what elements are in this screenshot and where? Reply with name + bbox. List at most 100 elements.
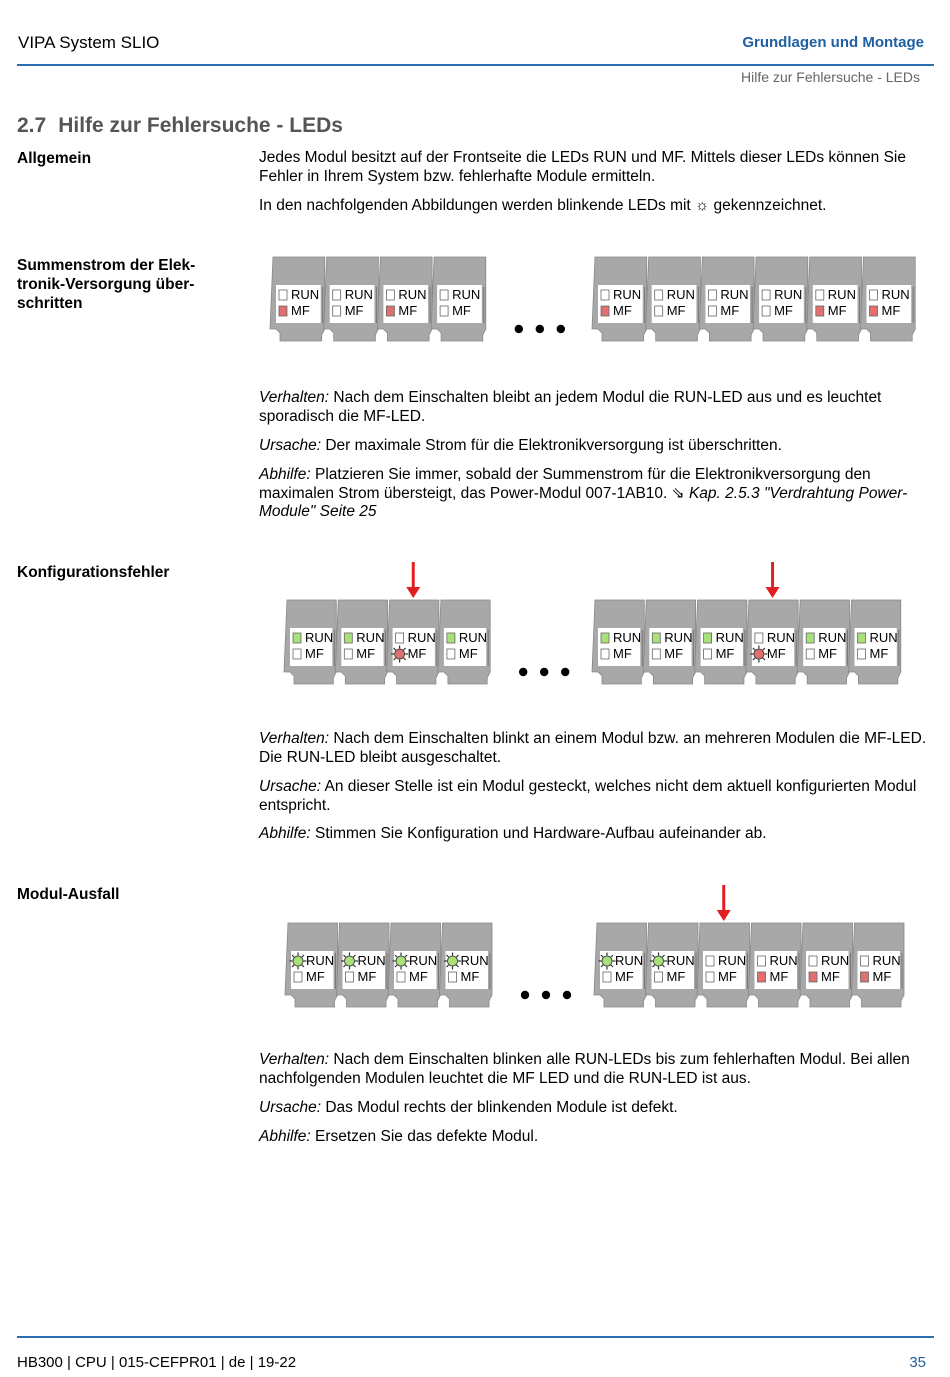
led-label-mf: MF: [358, 969, 377, 984]
blink-ray: [394, 964, 398, 968]
blink-ray: [455, 954, 459, 958]
led-label-run: RUN: [358, 953, 386, 968]
case1-ursache-label: Ursache:: [259, 437, 322, 454]
led-label-mf: MF: [409, 969, 428, 984]
led-label-run: RUN: [667, 287, 695, 302]
blinking-led: [601, 955, 613, 967]
case2-abhilfe-label: Abhilfe:: [259, 825, 311, 842]
led-label-mf: MF: [398, 303, 417, 318]
led-label-mf: MF: [613, 646, 632, 661]
case1-label-line: Summenstrom der Elek-: [17, 257, 196, 274]
led-label-run: RUN: [870, 630, 898, 645]
ellipsis-dot: [535, 324, 544, 334]
blink-ray: [446, 954, 450, 958]
led-off: [439, 289, 449, 301]
case3-ursache-text: Das Modul rechts der blinkenden Module i…: [321, 1099, 678, 1116]
led-label-mf: MF: [718, 969, 737, 984]
ellipsis-dot: [540, 667, 549, 677]
led-label-run: RUN: [821, 953, 849, 968]
led-off: [446, 648, 456, 660]
case3-verhalten-text: Nach dem Einschalten blinken alle RUN-LE…: [259, 1051, 910, 1087]
led-label-mf: MF: [818, 646, 837, 661]
led-off: [707, 289, 717, 301]
footer-page-number: 35: [909, 1354, 926, 1371]
case1-verhalten-label: Verhalten:: [259, 389, 330, 406]
case2-label: Konfigurationsfehler: [17, 564, 170, 581]
case2-abhilfe-text: Stimmen Sie Konfiguration und Hardware-A…: [310, 825, 767, 842]
blink-ray: [610, 964, 614, 968]
blink-ray: [752, 647, 756, 651]
case2-ursache: Ursache: An dieser Stelle ist ein Modul …: [259, 778, 929, 815]
led-off: [761, 289, 771, 301]
led-label-run: RUN: [828, 287, 856, 302]
blink-ray: [404, 954, 408, 958]
case3-verhalten-label: Verhalten:: [259, 1051, 330, 1068]
ellipsis-dot: [520, 990, 530, 1000]
header-rule: [17, 64, 934, 66]
led-off: [651, 648, 661, 660]
led-off: [869, 289, 878, 301]
case1-abhilfe: Abhilfe: Platzieren Sie immer, sobald de…: [259, 466, 929, 522]
ellipsis-dot: [519, 667, 528, 677]
header-chapter: Grundlagen und Montage: [742, 34, 924, 51]
led-label-mf: MF: [291, 303, 310, 318]
led-label-run: RUN: [615, 953, 643, 968]
led-label-mf: MF: [667, 969, 686, 984]
led-on: [278, 305, 288, 317]
blink-ray: [600, 964, 604, 968]
case1-label-line: tronik-Versorgung über-: [17, 276, 195, 293]
led-label-run: RUN: [613, 287, 641, 302]
led-label-run: RUN: [452, 287, 480, 302]
led-off: [278, 289, 288, 301]
led-off: [654, 305, 664, 317]
led-off: [343, 648, 353, 660]
blink-ray: [393, 647, 397, 651]
led-on: [805, 632, 815, 644]
blink-ray: [752, 657, 756, 661]
case1-abhilfe-link[interactable]: ⇘ Kap. 2.5.3 "Verdrahtung Power-Module" …: [259, 484, 908, 521]
case1-ursache: Ursache: Der maximale Strom für die Elek…: [259, 437, 929, 456]
led-label-run: RUN: [774, 287, 802, 302]
led-label-run: RUN: [356, 630, 384, 645]
case3-abhilfe: Abhilfe: Ersetzen Sie das defekte Modul.: [259, 1128, 929, 1147]
led-off: [332, 289, 342, 301]
led-off: [757, 955, 766, 967]
header-product: VIPA System SLIO: [18, 33, 160, 52]
led-label-run: RUN: [664, 630, 692, 645]
led-label-run: RUN: [716, 630, 744, 645]
led-on: [343, 632, 353, 644]
case3-abhilfe-text: Ersetzen Sie das defekte Modul.: [310, 1128, 539, 1145]
led-label-run: RUN: [461, 953, 489, 968]
ellipsis-dot: [561, 667, 570, 677]
blinking-led: [292, 955, 304, 967]
blink-ray: [455, 964, 459, 968]
led-label-mf: MF: [774, 303, 793, 318]
led-label-mf: MF: [459, 646, 478, 661]
blinking-led: [753, 648, 765, 660]
led-label-run: RUN: [306, 953, 334, 968]
led-label-run: RUN: [291, 287, 319, 302]
ellipsis-dot: [556, 324, 565, 334]
led-off: [705, 955, 715, 967]
led-on: [600, 632, 610, 644]
ellipsis-dot: [541, 990, 551, 1000]
allgemein-p1: Jedes Modul besitzt auf der Frontseite d…: [259, 149, 906, 185]
led-off: [292, 648, 302, 660]
led-label-mf: MF: [767, 646, 786, 661]
case1-label: Summenstrom der Elek- tronik-Versorgung …: [17, 256, 227, 313]
blink-ray: [343, 964, 347, 968]
led-label-mf: MF: [345, 303, 364, 318]
